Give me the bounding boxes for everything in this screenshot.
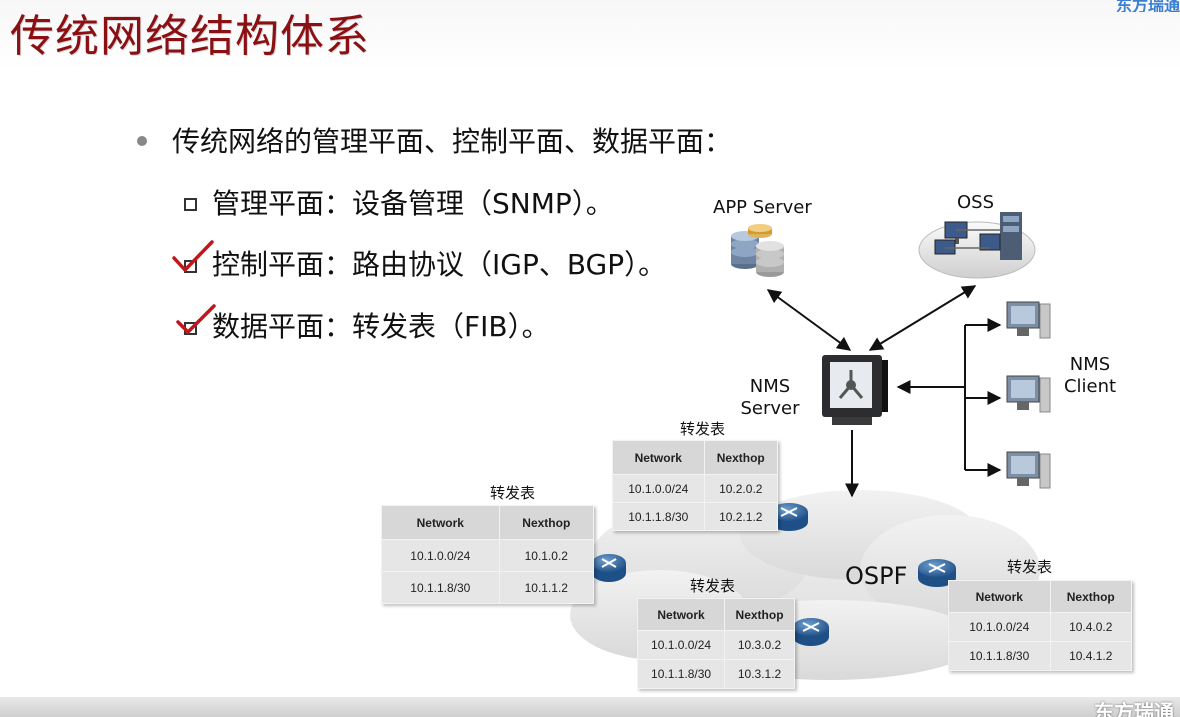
link-oss-nms <box>868 285 977 351</box>
bottom-bar <box>0 697 1180 717</box>
fib-table-title: 转发表 <box>680 420 726 438</box>
fib-header-nexthop: Nexthop <box>498 505 595 540</box>
subitem-data: 数据平面：转发表（FIB）。 <box>212 310 550 343</box>
fib-header-nexthop: Nexthop <box>703 440 779 475</box>
fib-header-nexthop: Nexthop <box>724 598 795 631</box>
nms-client-computer-icon <box>1006 301 1051 339</box>
fib-cell: 10.1.0.0/24 <box>612 474 705 503</box>
bullet-text: 传统网络的管理平面、控制平面、数据平面： <box>172 125 733 158</box>
fib-cell: 10.1.0.2 <box>498 539 595 572</box>
fib-table: Network Nexthop 10.1.0.0/24 10.2.0.2 10.… <box>612 440 779 531</box>
fib-table-title: 转发表 <box>490 484 536 502</box>
fib-header-network: Network <box>381 505 500 540</box>
fib-cell: 10.1.1.8/30 <box>948 641 1051 671</box>
fib-cell: 10.4.1.2 <box>1049 641 1133 671</box>
subitem-management: 管理平面：设备管理（SNMP）。 <box>212 187 614 220</box>
fib-cell: 10.1.0.0/24 <box>636 630 726 660</box>
router-icon <box>770 503 808 531</box>
fib-header-nexthop: Nexthop <box>1049 580 1133 613</box>
bullet-dot <box>137 136 147 146</box>
nms-server-icon <box>822 355 888 425</box>
slide-title: 传统网络结构体系 <box>10 11 370 62</box>
checkmark-icon <box>176 304 216 334</box>
fib-cell: 10.1.1.8/30 <box>636 659 726 689</box>
fib-header-network: Network <box>612 440 705 475</box>
subitem-control: 控制平面：路由协议（IGP、BGP）。 <box>212 248 667 281</box>
subitem-square-icon <box>184 198 197 211</box>
fib-table-title: 转发表 <box>690 577 736 595</box>
fib-cell: 10.1.0.0/24 <box>948 612 1051 642</box>
router-icon <box>918 559 956 587</box>
title-bar <box>0 0 1180 70</box>
oss-icon <box>918 212 1036 279</box>
fib-table-title: 转发表 <box>1007 558 1053 576</box>
nms-server-label-line2: Server <box>740 398 800 419</box>
fib-cell: 10.2.0.2 <box>703 474 779 503</box>
fib-table: Network Nexthop 10.1.0.0/24 10.1.0.2 10.… <box>381 505 595 604</box>
fib-table: Network Nexthop 10.1.0.0/24 10.4.0.2 10.… <box>948 580 1133 671</box>
app-server-icon <box>731 224 784 277</box>
watermark-logo: 东方瑞通 <box>1094 700 1174 717</box>
fib-cell: 10.2.1.2 <box>703 502 779 531</box>
checkmark-icon <box>172 240 214 272</box>
fib-header-network: Network <box>636 598 726 631</box>
router-icon <box>793 618 829 646</box>
nms-client-label-line2: Client <box>1063 376 1117 397</box>
fib-table: Network Nexthop 10.1.0.0/24 10.3.0.2 10.… <box>636 598 795 689</box>
nms-client-computer-icon <box>1006 451 1051 489</box>
link-app-nms <box>766 289 852 351</box>
fib-header-network: Network <box>948 580 1051 613</box>
fib-cell: 10.3.1.2 <box>724 659 795 689</box>
fib-cell: 10.1.1.8/30 <box>381 571 500 604</box>
fib-cell: 10.4.0.2 <box>1049 612 1133 642</box>
ospf-label: OSPF <box>845 562 908 590</box>
nms-client-label-line1: NMS <box>1069 354 1111 375</box>
fib-cell: 10.3.0.2 <box>724 630 795 660</box>
nms-client-computer-icon <box>1006 375 1051 413</box>
router-icon <box>592 554 626 582</box>
corner-logo: 东方瑞通 <box>1115 0 1180 12</box>
fib-cell: 10.1.0.0/24 <box>381 539 500 572</box>
fib-cell: 10.1.1.8/30 <box>612 502 705 531</box>
fib-cell: 10.1.1.2 <box>498 571 595 604</box>
oss-label: OSS <box>957 192 995 213</box>
nms-server-label-line1: NMS <box>749 376 791 397</box>
app-server-label: APP Server <box>713 197 812 218</box>
